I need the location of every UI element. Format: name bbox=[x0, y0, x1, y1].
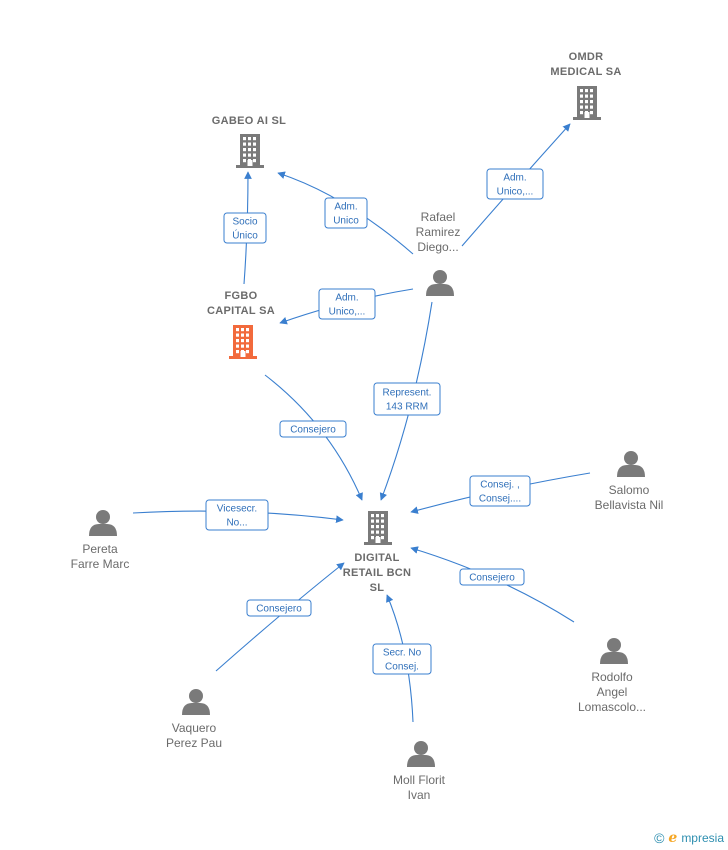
building-icon bbox=[229, 325, 257, 359]
copyright-icon: © bbox=[654, 830, 665, 846]
edge-rafael-omdr[interactable]: Adm. Unico,... bbox=[461, 123, 571, 247]
edges-layer: SocioÚnicoAdm.UnicoAdm.Unico,...Adm.Unic… bbox=[132, 123, 591, 723]
edge-label-box[interactable] bbox=[223, 212, 267, 244]
node-label: Diego... bbox=[417, 240, 458, 254]
node-label: Ivan bbox=[408, 788, 431, 802]
brand-initial: e bbox=[668, 830, 678, 846]
edge-label-line: Adm. bbox=[334, 202, 357, 213]
node-label: Salomo bbox=[609, 483, 650, 497]
edge-line bbox=[215, 562, 345, 672]
edge-label-line: Único bbox=[232, 229, 258, 242]
edge-label-line: Secr. No bbox=[383, 648, 422, 659]
brand-name: mpresia bbox=[681, 831, 724, 845]
edge-vaquero-digital[interactable]: Consejero bbox=[215, 562, 345, 672]
edge-label-line: Socio bbox=[232, 217, 257, 228]
node-rafael[interactable]: RafaelRamirezDiego... bbox=[416, 210, 461, 296]
edge-label-line: Consejero bbox=[256, 604, 302, 615]
edge-label-line: Adm. bbox=[503, 173, 526, 184]
node-label: Farre Marc bbox=[71, 557, 130, 571]
person-icon bbox=[182, 689, 210, 715]
node-label: SL bbox=[370, 582, 385, 594]
edge-rafael-gabeo[interactable]: Adm. Unico bbox=[277, 171, 414, 255]
building-icon bbox=[364, 511, 392, 545]
edge-salomo-digital[interactable]: Consej. , Consej.... bbox=[410, 472, 591, 514]
node-label: MEDICAL SA bbox=[550, 66, 621, 78]
node-label: Perez Pau bbox=[166, 736, 222, 750]
edge-label-box[interactable] bbox=[324, 197, 368, 229]
edge-label-line: Unico,... bbox=[497, 187, 534, 198]
node-omdr[interactable]: OMDR MEDICAL SA bbox=[550, 51, 621, 120]
node-label: Angel bbox=[597, 685, 628, 699]
edge-label-line: Adm. bbox=[335, 293, 358, 304]
edge-label-box[interactable] bbox=[318, 288, 376, 320]
edge-label-box[interactable] bbox=[246, 599, 312, 617]
person-icon bbox=[600, 638, 628, 664]
edge-rafael-fgbo[interactable]: Adm. Unico,... bbox=[279, 288, 414, 325]
edge-label-box[interactable] bbox=[372, 643, 432, 675]
node-digital[interactable]: DIGITAL RETAIL BCN SL bbox=[343, 511, 412, 594]
edge-label-box[interactable] bbox=[205, 499, 269, 531]
node-label: OMDR bbox=[569, 51, 604, 63]
edge-moll-digital[interactable]: Secr. No Consej. bbox=[372, 594, 432, 723]
edge-label-box[interactable] bbox=[279, 420, 347, 438]
node-label: CAPITAL SA bbox=[207, 305, 275, 317]
edge-pereta-digital[interactable]: Vicesecr. No... bbox=[132, 499, 344, 531]
edge-label-box[interactable] bbox=[373, 382, 441, 416]
node-label: Pereta bbox=[82, 542, 118, 556]
edge-label-line: Consej.... bbox=[479, 494, 521, 505]
edge-label-line: Consejero bbox=[469, 573, 515, 584]
nodes-layer: GABEO AI SL OMDR MEDICAL SA FGBO CAPITAL SA D… bbox=[71, 51, 664, 802]
edge-label-box[interactable] bbox=[469, 475, 531, 507]
edge-label-line: 143 RRM bbox=[386, 402, 428, 413]
node-label: Vaquero bbox=[172, 721, 217, 735]
node-label: Lomascolo... bbox=[578, 700, 646, 714]
edge-label-box[interactable] bbox=[459, 568, 525, 586]
node-label: Rodolfo bbox=[591, 670, 633, 684]
edge-label-line: Consej. bbox=[385, 662, 419, 673]
node-fgbo[interactable]: FGBO CAPITAL SA bbox=[207, 290, 275, 359]
edge-label-line: No... bbox=[226, 518, 247, 529]
edge-label-line: Vicesecr. bbox=[217, 504, 257, 515]
node-label: Bellavista Nil bbox=[595, 498, 664, 512]
node-label: Ramirez bbox=[416, 225, 461, 239]
building-icon bbox=[236, 134, 264, 168]
person-icon bbox=[617, 451, 645, 477]
person-icon bbox=[89, 510, 117, 536]
edge-rafael-digital[interactable]: Represent. 143 RRM bbox=[373, 301, 441, 501]
edge-label-line: Represent. bbox=[383, 388, 432, 399]
edge-fgbo-digital[interactable]: Consejero bbox=[264, 374, 363, 501]
node-gabeo[interactable]: GABEO AI SL bbox=[212, 115, 286, 168]
node-label: RETAIL BCN bbox=[343, 567, 412, 579]
edge-label-line: Unico,... bbox=[329, 307, 366, 318]
edge-label-line: Consej. , bbox=[480, 480, 519, 491]
node-label: Rafael bbox=[421, 210, 456, 224]
node-label: DIGITAL bbox=[354, 552, 399, 564]
person-icon bbox=[407, 741, 435, 767]
node-rodolfo[interactable]: RodolfoAngelLomascolo... bbox=[578, 638, 646, 714]
person-icon bbox=[426, 270, 454, 296]
node-label: FGBO bbox=[225, 290, 258, 302]
node-label: Moll Florit bbox=[393, 773, 446, 787]
node-label: GABEO AI SL bbox=[212, 115, 286, 127]
edge-label-line: Unico bbox=[333, 216, 359, 227]
edge-label-line: Consejero bbox=[290, 425, 336, 436]
edge-rodolfo-digital[interactable]: Consejero bbox=[410, 546, 575, 623]
edge-label-box[interactable] bbox=[486, 168, 544, 200]
building-icon bbox=[573, 86, 601, 120]
